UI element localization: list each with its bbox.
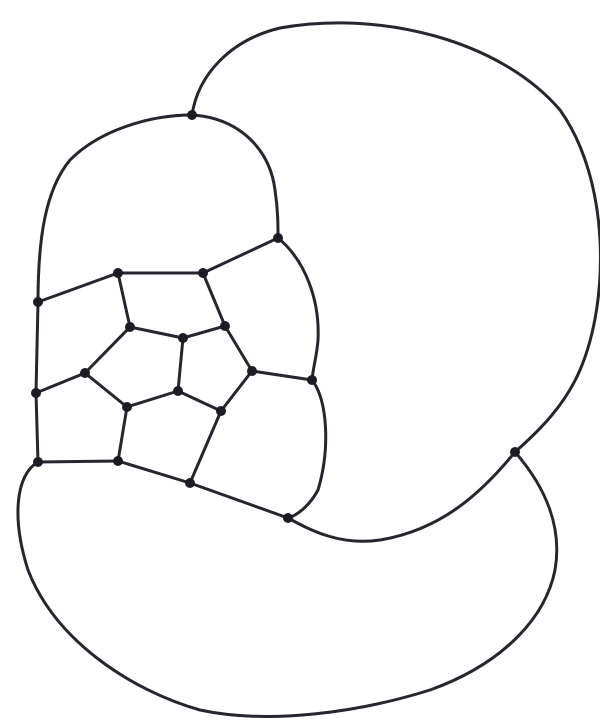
graph-vertex — [113, 268, 123, 278]
graph-vertex — [216, 406, 226, 416]
graph-edge — [221, 371, 252, 411]
graph-vertex — [283, 513, 293, 523]
graph-edge — [203, 273, 225, 326]
graph-edge — [36, 302, 38, 393]
graph-vertex — [307, 375, 317, 385]
graph-edge — [38, 273, 118, 302]
graph-edges — [36, 238, 312, 518]
graph-edge — [190, 411, 221, 483]
graph-vertex — [198, 268, 208, 278]
graph-vertex — [247, 366, 257, 376]
graph-vertex — [113, 456, 123, 466]
graph-edge — [190, 483, 288, 518]
graph-edge — [178, 391, 221, 411]
top-lobe-right-side — [192, 115, 278, 238]
graph-edge — [118, 273, 130, 327]
graph-vertex — [178, 333, 188, 343]
graph-vertex — [80, 368, 90, 378]
graph-vertex — [125, 322, 135, 332]
graph-edge — [130, 327, 183, 338]
graph-edge — [178, 338, 183, 391]
right-cell-lower-boundary — [288, 380, 326, 518]
graph-edge — [118, 461, 190, 483]
right-cell-boundary — [278, 238, 318, 380]
graph-edge — [203, 238, 278, 273]
graph-vertex — [31, 388, 41, 398]
graph-vertex — [173, 386, 183, 396]
graph-edge — [183, 326, 225, 338]
graph-edge — [85, 373, 127, 407]
graph-edge — [38, 461, 118, 462]
graph-vertex — [185, 478, 195, 488]
large-right-lobe-outline — [192, 23, 600, 541]
graph-vertex — [510, 447, 520, 457]
graph-edge — [85, 327, 130, 373]
graph-edge — [118, 407, 127, 461]
graph-vertex — [273, 233, 283, 243]
graph-edge — [252, 371, 312, 380]
graph-edge — [127, 391, 178, 407]
graph-vertex — [33, 297, 43, 307]
graph-edge — [36, 373, 85, 393]
graph-edge — [36, 393, 38, 462]
graph-vertex — [220, 321, 230, 331]
graph-vertex — [33, 457, 43, 467]
graph-edge — [225, 326, 252, 371]
graph-vertex — [122, 402, 132, 412]
graph-vertex — [187, 110, 197, 120]
